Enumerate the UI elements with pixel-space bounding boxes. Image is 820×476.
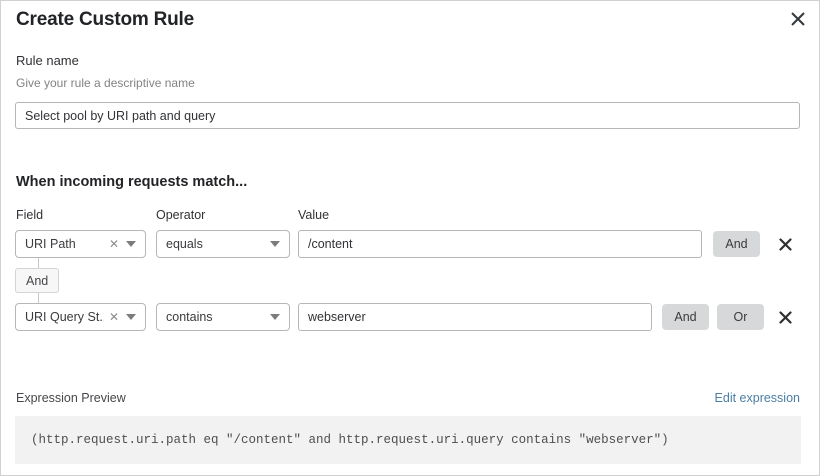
operator-select-1[interactable]: equals [156, 230, 290, 258]
clear-icon[interactable]: ✕ [108, 310, 119, 324]
delete-condition-2-icon[interactable] [775, 303, 795, 331]
rule-name-label: Rule name [16, 53, 79, 68]
field-select-2[interactable]: URI Query St... ✕ [15, 303, 146, 331]
close-icon-glyph [791, 12, 805, 26]
operator-select-1-value: equals [166, 237, 203, 251]
clear-icon[interactable]: ✕ [108, 237, 119, 251]
match-section-heading: When incoming requests match... [16, 174, 248, 190]
chevron-down-icon [124, 314, 145, 320]
field-select-1-value: URI Path [25, 237, 76, 251]
expression-preview-text: (http.request.uri.path eq "/content" and… [31, 433, 669, 447]
close-icon[interactable] [786, 7, 810, 31]
value-input-1[interactable] [298, 230, 702, 258]
and-button-1[interactable]: And [713, 231, 760, 257]
rule-name-input[interactable] [15, 102, 800, 129]
condition-connector-and-badge[interactable]: And [15, 268, 60, 293]
chevron-down-icon [268, 241, 289, 247]
condition-row: URI Path ✕ equals And [1, 230, 819, 260]
chevron-down-icon [268, 314, 289, 320]
expression-preview-box: (http.request.uri.path eq "/content" and… [15, 416, 801, 464]
and-button-2[interactable]: And [662, 304, 709, 330]
delete-icon-glyph [778, 237, 792, 251]
value-input-2[interactable] [298, 303, 652, 331]
chevron-down-icon [124, 241, 145, 247]
page-title: Create Custom Rule [16, 9, 194, 30]
column-header-value: Value [298, 208, 330, 222]
delete-icon-glyph [778, 310, 792, 324]
field-select-1[interactable]: URI Path ✕ [15, 230, 146, 258]
field-select-2-value: URI Query St... [25, 310, 104, 324]
delete-condition-1-icon[interactable] [775, 230, 795, 258]
edit-expression-link[interactable]: Edit expression [714, 391, 800, 405]
condition-row: URI Query St... ✕ contains And Or [1, 303, 819, 333]
operator-select-2[interactable]: contains [156, 303, 290, 331]
or-button-2[interactable]: Or [717, 304, 764, 330]
column-header-operator: Operator [156, 208, 206, 222]
rule-name-help-text: Give your rule a descriptive name [16, 76, 195, 90]
column-header-field: Field [16, 208, 44, 222]
expression-preview-label: Expression Preview [16, 391, 126, 405]
operator-select-2-value: contains [166, 310, 213, 324]
